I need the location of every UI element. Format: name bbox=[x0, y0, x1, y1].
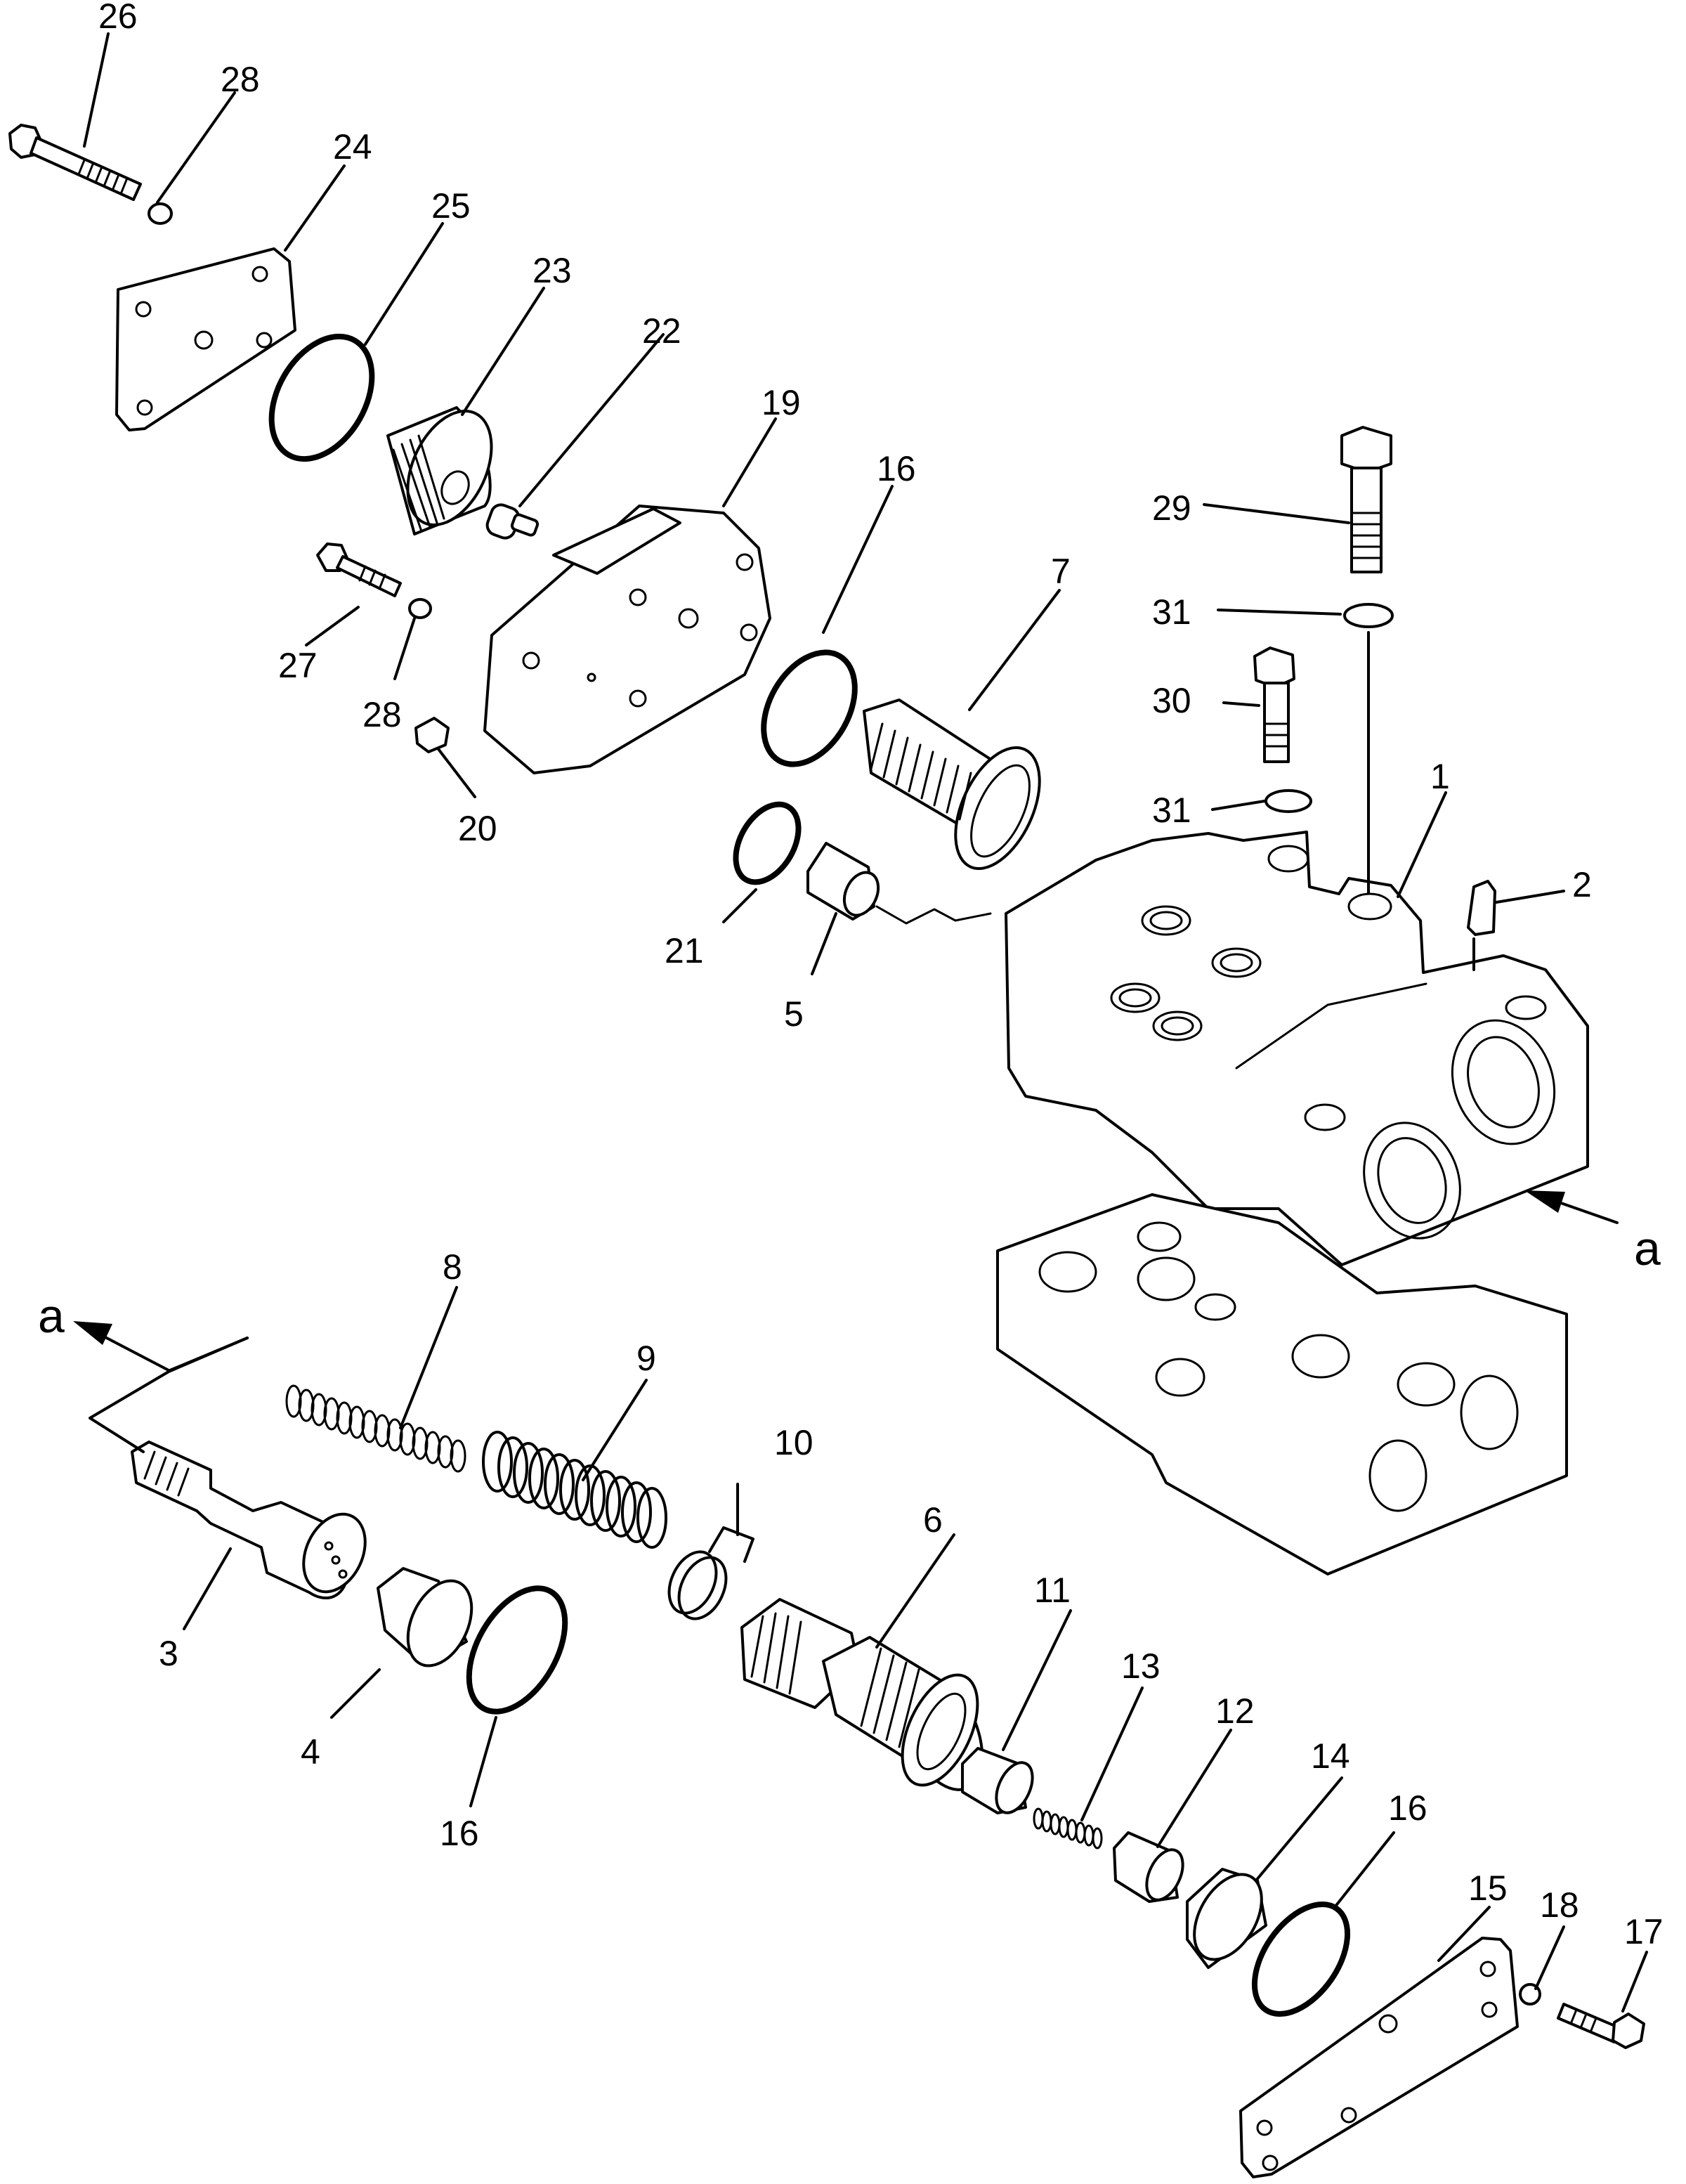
part-25-o-ring bbox=[268, 333, 375, 462]
label-13: 13 bbox=[1121, 1646, 1161, 1686]
section-marker-right: a bbox=[1634, 1222, 1661, 1275]
section-marker-left: a bbox=[38, 1289, 65, 1343]
housing-lower bbox=[996, 1193, 1568, 1575]
part-19-valve-body bbox=[483, 505, 771, 774]
label-1: 1 bbox=[1430, 757, 1450, 796]
label-9: 9 bbox=[636, 1339, 656, 1378]
label-20: 20 bbox=[458, 809, 497, 848]
part-12-piston bbox=[1113, 1831, 1184, 1903]
leader-5-to-body bbox=[875, 905, 992, 925]
part-28-washer bbox=[148, 202, 173, 225]
label-10: 10 bbox=[774, 1423, 813, 1462]
label-6: 6 bbox=[923, 1500, 943, 1540]
label-29: 29 bbox=[1152, 488, 1191, 528]
part-8-spring bbox=[285, 1384, 466, 1473]
part-16-o-ring-left bbox=[466, 1585, 568, 1715]
label-19: 19 bbox=[762, 383, 801, 422]
part-6-sleeve bbox=[740, 1598, 984, 1791]
part-18-washer bbox=[1519, 1983, 1541, 2006]
part-1-main-valve-body bbox=[1005, 831, 1589, 1266]
label-15: 15 bbox=[1468, 1868, 1508, 1908]
part-30-bolt bbox=[1253, 646, 1295, 763]
label-17: 17 bbox=[1624, 1912, 1664, 1951]
part-27-bolt bbox=[316, 542, 402, 597]
label-16-left: 16 bbox=[440, 1814, 479, 1853]
label-8: 8 bbox=[443, 1247, 462, 1287]
part-29-bolt bbox=[1340, 426, 1392, 573]
bracket-10 bbox=[708, 1483, 754, 1563]
label-22: 22 bbox=[642, 311, 681, 351]
part-10-snap-ring bbox=[667, 1550, 728, 1620]
part-24-cover-plate bbox=[115, 247, 296, 431]
part-11-piston bbox=[961, 1747, 1034, 1814]
label-26: 26 bbox=[98, 0, 138, 36]
part-21-o-ring bbox=[733, 801, 802, 885]
part-2-fitting bbox=[1467, 880, 1496, 936]
section-arrow-left bbox=[73, 1321, 170, 1372]
label-12: 12 bbox=[1215, 1691, 1255, 1731]
label-4: 4 bbox=[301, 1732, 320, 1772]
label-18: 18 bbox=[1540, 1885, 1579, 1925]
label-5: 5 bbox=[784, 994, 804, 1034]
part-28-washer-mid bbox=[408, 598, 432, 619]
part-26-bolt bbox=[8, 124, 142, 201]
label-27: 27 bbox=[278, 646, 318, 685]
part-9-spring bbox=[482, 1431, 667, 1549]
part-17-bolt bbox=[1557, 2003, 1645, 2049]
leader-lines bbox=[83, 32, 1648, 2013]
label-28-mid: 28 bbox=[362, 695, 402, 734]
label-3: 3 bbox=[159, 1634, 178, 1673]
part-15-cover-plate bbox=[1239, 1937, 1519, 2178]
part-23-piston bbox=[386, 406, 493, 535]
part-14-cap bbox=[1186, 1868, 1267, 1969]
label-31-lower: 31 bbox=[1152, 791, 1191, 830]
label-24: 24 bbox=[333, 127, 372, 167]
bracket-3-8 bbox=[89, 1337, 249, 1453]
part-7-sleeve bbox=[863, 698, 1041, 871]
part-4-cap bbox=[377, 1567, 473, 1668]
label-31-upper: 31 bbox=[1152, 592, 1191, 632]
part-22-plug bbox=[485, 503, 540, 540]
part-20-fitting bbox=[414, 717, 450, 753]
part-31-washer-lower bbox=[1264, 789, 1312, 813]
label-11: 11 bbox=[1034, 1571, 1071, 1610]
label-28: 28 bbox=[221, 60, 260, 99]
label-14: 14 bbox=[1311, 1736, 1350, 1776]
part-16-o-ring-right bbox=[1251, 1901, 1351, 2017]
part-3-spool bbox=[131, 1441, 367, 1600]
label-21: 21 bbox=[665, 931, 704, 970]
part-5-plug bbox=[806, 842, 880, 921]
label-7: 7 bbox=[1051, 552, 1071, 591]
part-16-o-ring-upper bbox=[761, 649, 858, 767]
label-30: 30 bbox=[1152, 681, 1191, 720]
part-13-spring bbox=[1033, 1807, 1103, 1850]
label-16-upper: 16 bbox=[877, 449, 916, 488]
label-2: 2 bbox=[1572, 865, 1592, 904]
section-arrow-right bbox=[1524, 1190, 1619, 1224]
label-25: 25 bbox=[431, 186, 471, 226]
label-16-right: 16 bbox=[1388, 1788, 1427, 1828]
label-23: 23 bbox=[532, 251, 572, 290]
part-31-washer-upper bbox=[1343, 603, 1394, 628]
part-labels: 26 28 24 25 23 22 19 16 7 27 28 20 21 5 … bbox=[38, 0, 1664, 1951]
